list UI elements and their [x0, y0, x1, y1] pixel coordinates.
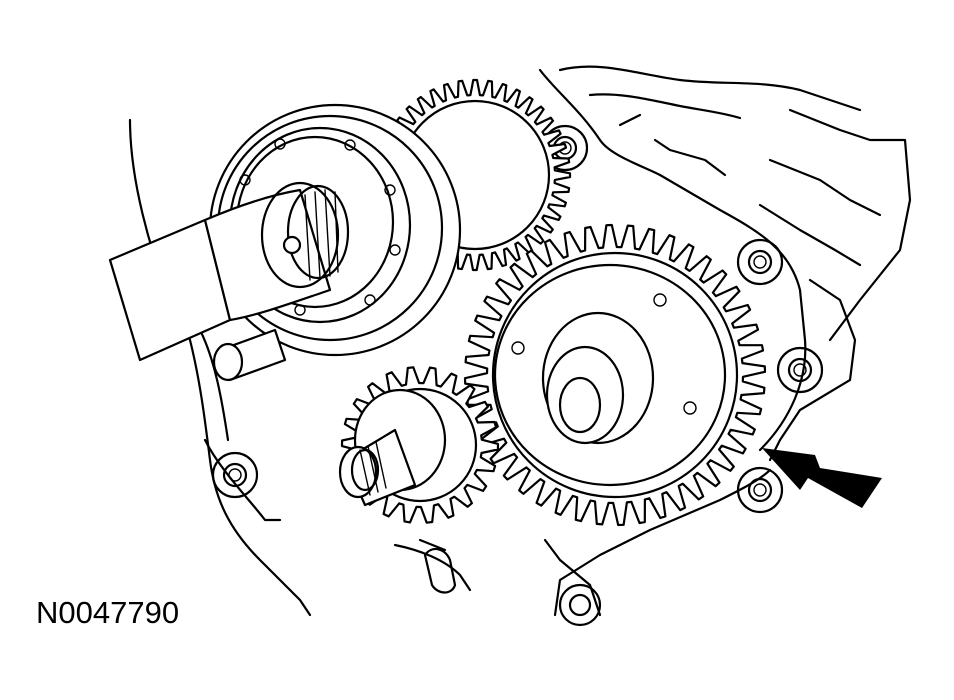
bolt-boss-right-upper — [736, 238, 784, 286]
pinion-shaft — [338, 388, 447, 507]
bolt-boss-right-lower — [736, 466, 784, 514]
large-gear-hub — [493, 263, 727, 487]
callout-arrow — [762, 448, 882, 508]
large-gear-root-circle — [491, 251, 739, 499]
figure-code: N0047790 — [36, 595, 180, 630]
bolt-boss-left — [211, 451, 259, 499]
bolt-boss-bottom — [558, 583, 602, 627]
stub-pin — [212, 328, 287, 382]
bolt-boss-right — [776, 346, 824, 394]
oil-slot — [423, 547, 457, 594]
output-shaft — [108, 181, 350, 362]
